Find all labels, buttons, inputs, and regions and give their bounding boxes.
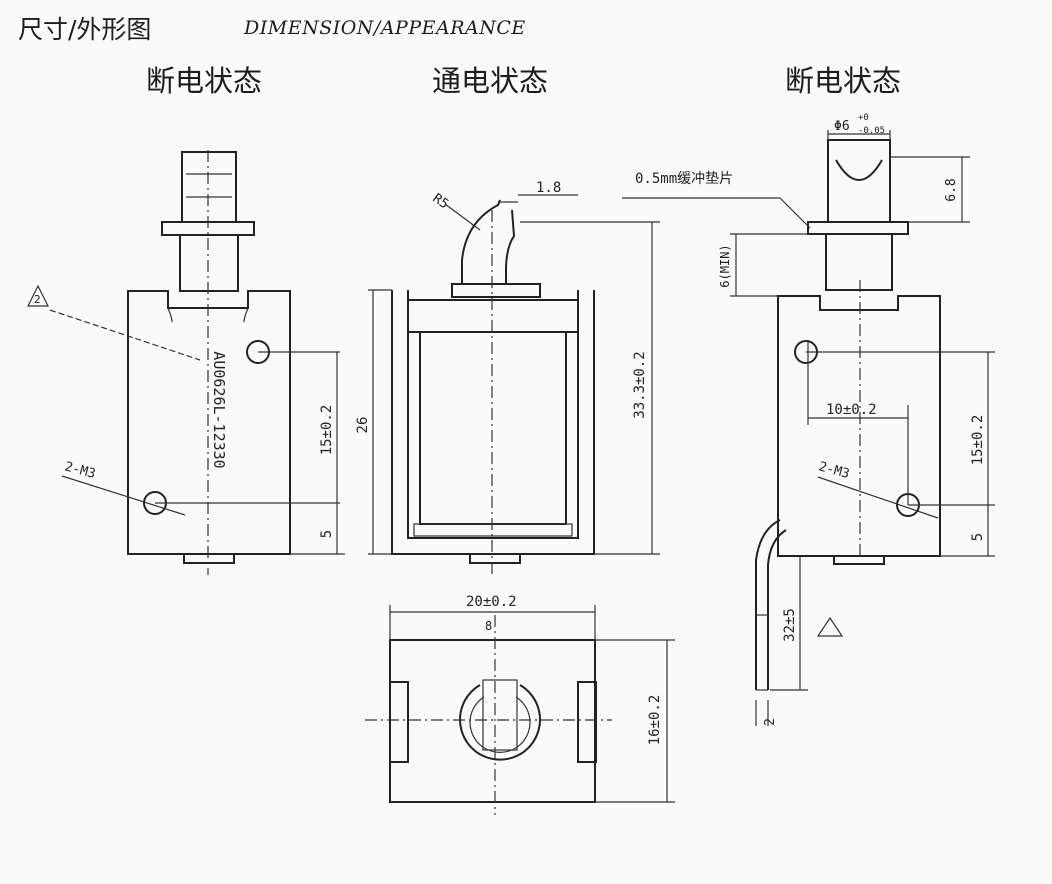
middle-dim-26: 26: [355, 417, 371, 434]
header-title-cn: 尺寸/外形图: [18, 15, 152, 44]
left-model-code: AU0626L-12330: [210, 351, 228, 468]
middle-view-state-label: 通电状态: [432, 64, 549, 98]
left-hole-spec: 2-M3: [63, 459, 97, 482]
bottom-dim-8: 8: [485, 619, 492, 633]
left-dim-5: 5: [319, 530, 335, 538]
bottom-left-slot: [389, 681, 409, 763]
left-plunger-shaft: [179, 234, 239, 292]
middle-view: R5 1.8 26 33.3±0.2: [355, 180, 660, 575]
middle-plunger-bend: [461, 199, 501, 284]
bottom-body: [389, 639, 596, 803]
bottom-view: 20±0.2 8 16±0.2: [365, 594, 675, 815]
middle-frame: [391, 290, 595, 555]
middle-dim-r5: R5: [430, 191, 451, 212]
right-dim-phi6: Φ6: [834, 119, 850, 134]
right-view-state-label: 断电状态: [785, 64, 902, 98]
left-mark-2: 2: [34, 293, 41, 306]
middle-dim-33-3: 33.3±0.2: [632, 351, 648, 418]
right-dim-32: 32±5: [782, 608, 798, 642]
left-view: 15±0.2 5 AU0626L-12330 2 2-M3: [27, 150, 345, 575]
right-dim-2: 2: [763, 718, 778, 726]
right-tol-plus: +0: [858, 113, 869, 123]
right-dim-10: 10±0.2: [826, 402, 877, 418]
right-warning-triangle: [816, 616, 844, 637]
middle-washer: [451, 283, 541, 298]
right-dim-6-min: 6(MIN): [718, 244, 732, 287]
bottom-dim-20: 20±0.2: [466, 594, 517, 610]
right-dim-15: 15±0.2: [970, 415, 986, 466]
right-cushion: [807, 221, 909, 235]
right-tol-minus: -0.05: [858, 126, 885, 136]
left-bottom-plunger: [183, 553, 235, 564]
left-body: [127, 290, 291, 555]
middle-coil: [419, 331, 567, 525]
left-plunger-cap: [181, 151, 237, 223]
right-cushion-label: 0.5mm缓冲垫片: [635, 171, 733, 187]
header-title-en: DIMENSION/APPEARANCE: [244, 17, 526, 39]
right-dim-6-8: 6.8: [944, 178, 959, 201]
right-lead-wire: [755, 519, 781, 690]
right-plunger-shaft: [825, 233, 893, 291]
right-dim-5: 5: [970, 533, 986, 541]
right-body: [777, 295, 941, 557]
left-dim-15: 15±0.2: [319, 405, 335, 456]
right-view: Φ6 +0 -0.05 0.5mm缓冲垫片 6.8 6(MIN) 10±0.2: [622, 113, 995, 726]
left-view-state-label: 断电状态: [146, 64, 263, 98]
left-warning-triangle: [27, 284, 49, 307]
middle-dim-1-8: 1.8: [536, 180, 561, 196]
bottom-right-slot: [577, 681, 597, 763]
bottom-dim-16: 16±0.2: [647, 695, 663, 746]
bottom-c-ring: [459, 684, 541, 761]
